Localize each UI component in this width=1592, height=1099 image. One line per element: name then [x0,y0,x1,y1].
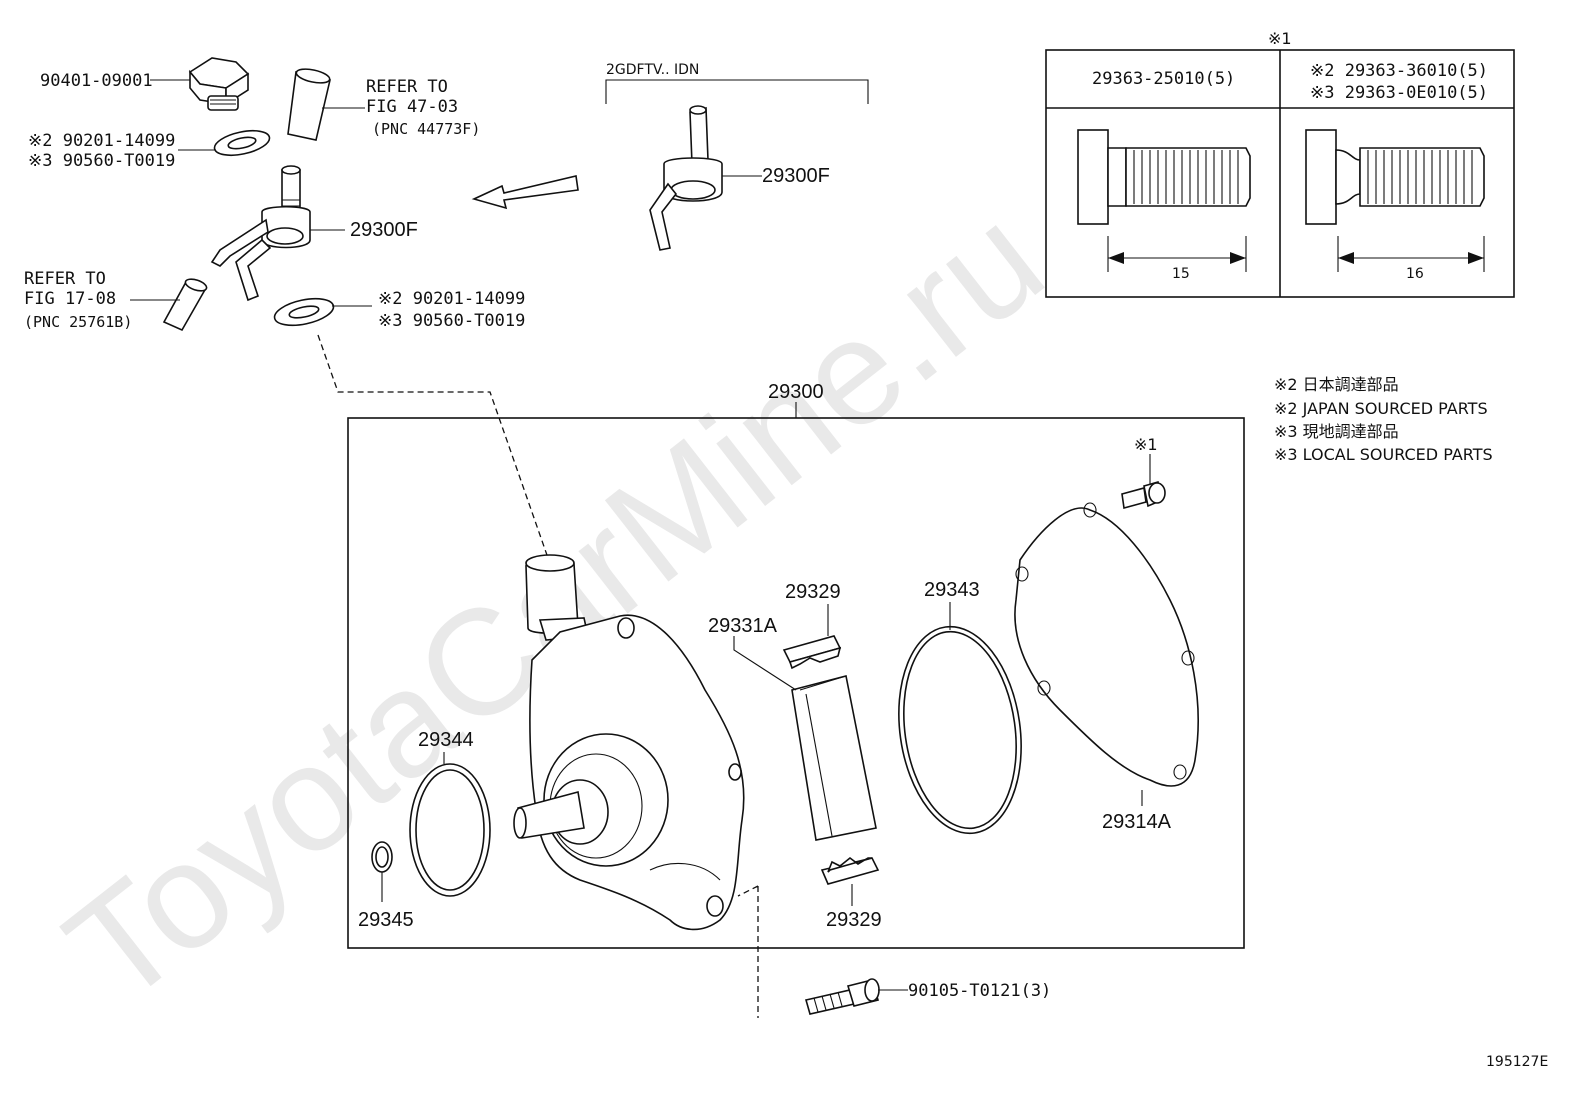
vane-cap-29329-bottom [820,856,880,885]
bolt-spec-table [1045,49,1515,298]
leader-dashed-upper [317,334,549,559]
o-ring-29344 [409,763,491,897]
label-refer-top-3: (PNC 44773F) [372,120,480,138]
legend-line-2: ※2 JAPAN SOURCED PARTS [1274,399,1488,418]
label-union-variant: 29300F [762,165,830,187]
union-bolt-29300F-left [210,165,311,302]
screw-29363 [1121,480,1166,510]
variant-bracket [605,79,869,104]
label-refer-left-2: FIG 17-08 [24,289,116,309]
label-29329-top: 29329 [785,581,841,603]
table-col2-header-1: ※2 29363-36010(5) [1310,61,1488,81]
label-refer-top-1: REFER TO [366,77,448,97]
legend-line-1: ※2 日本調達部品 [1274,375,1399,394]
table-col2-header-2: ※3 29363-0E010(5) [1310,83,1488,103]
leader-dashed-lower [737,885,759,1018]
label-assembly: 29300 [768,381,824,403]
vane-29331A [791,675,877,841]
tube-top [287,68,331,141]
table-note: ※1 [1268,29,1292,48]
label-gasket-top-2: ※3 90560-T0019 [28,151,175,171]
o-ring-29345 [371,841,393,873]
label-variant-header: 2GDFTV.. IDN [606,62,699,78]
vacuum-pump-body [513,554,745,931]
table-col1-dim: 15 [1172,266,1190,282]
union-bolt-29300F-variant [649,105,723,251]
label-29345: 29345 [358,909,414,931]
tube-left [162,278,208,332]
label-bolt-90105: 90105-T0121(3) [908,981,1051,1001]
vane-cap-29329-top [782,635,842,670]
bolt-90105 [804,978,880,1015]
legend-line-3: ※3 現地調達部品 [1274,422,1399,441]
label-refer-left-3: (PNC 25761B) [24,313,132,331]
label-union-left: 29300F [350,219,418,241]
label-refer-top-2: FIG 47-03 [366,97,458,117]
label-gasket-top-1: ※2 90201-14099 [28,131,175,151]
legend-line-4: ※3 LOCAL SOURCED PARTS [1274,445,1493,464]
label-29343: 29343 [924,579,980,601]
cover-plate-29314A [1014,502,1199,787]
label-gasket-low-1: ※2 90201-14099 [378,289,525,309]
label-29314A: 29314A [1102,811,1172,833]
diagram-code: 195127E [1486,1054,1548,1070]
label-29331A: 29331A [708,615,778,637]
label-29329-bottom: 29329 [826,909,882,931]
label-refer-left-1: REFER TO [24,269,106,289]
label-gasket-low-2: ※3 90560-T0019 [378,311,525,331]
gasket-top [213,129,271,157]
table-col1-header: 29363-25010(5) [1092,69,1235,89]
label-29344: 29344 [418,729,474,751]
label-bolt-note: ※1 [1134,435,1158,454]
o-ring-29343 [898,625,1022,835]
plug-90401 [188,57,250,111]
label-plug: 90401-09001 [40,71,153,91]
direction-arrow [471,175,579,210]
gasket-lower [273,297,335,327]
table-col2-dim: 16 [1406,266,1424,282]
